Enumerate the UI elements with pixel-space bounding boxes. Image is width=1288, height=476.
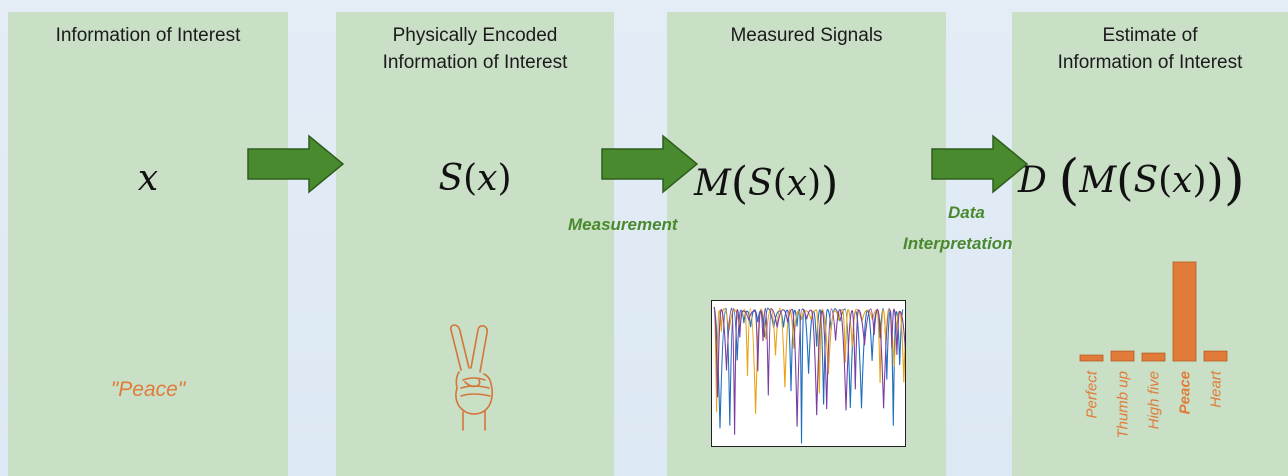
measurement-label: Measurement [568, 215, 678, 234]
panel-heading: Measured Signals [667, 22, 946, 49]
panel-heading: Information of Interest [8, 22, 288, 49]
measured-signals-plot [711, 300, 906, 447]
estimate-bar-chart: Perfect Thumb up High five Peace Heart [1079, 261, 1228, 439]
bar-high-five [1141, 352, 1166, 362]
bar-label: High five [1146, 371, 1163, 429]
data-interpretation-label: Interpretation [903, 234, 1013, 253]
panel-estimate: Estimate of Information of Interest D (M… [1012, 12, 1288, 476]
math-s-of-x: S(x) [438, 158, 512, 199]
right-arrow-icon [601, 134, 699, 194]
input-text-peace: "Peace" [110, 378, 186, 401]
bar-label: Perfect [1084, 370, 1101, 418]
panel-physically-encoded: Physically Encoded Information of Intere… [336, 12, 614, 476]
bar-label: Thumb up [1115, 371, 1132, 439]
bar-heart [1203, 350, 1228, 362]
heading-line: Information of Interest [55, 25, 241, 46]
data-interpretation-label: Data [948, 203, 985, 222]
heading-line: Information of Interest [382, 52, 568, 73]
bar-label: Peace [1177, 371, 1194, 414]
panel-information-of-interest: Information of Interest x "Peace" [8, 12, 288, 476]
signal-trace [713, 306, 905, 414]
bar-peace [1172, 261, 1197, 362]
right-arrow-icon [247, 134, 345, 194]
heading-line: Information of Interest [1057, 52, 1243, 73]
heading-line: Physically Encoded [392, 25, 558, 46]
heading-line: Measured Signals [730, 25, 883, 46]
panel-heading: Physically Encoded Information of Intere… [336, 22, 614, 76]
peace-hand-sign-icon [450, 324, 494, 431]
bar-perfect [1079, 354, 1104, 362]
right-arrow-icon [931, 134, 1029, 194]
panel-heading: Estimate of Information of Interest [1012, 22, 1288, 76]
math-d-of-m-of-s-of-x: D (M(S(x))) [1018, 148, 1245, 211]
bar-label: Heart [1208, 370, 1225, 408]
bar-thumb-up [1110, 350, 1135, 362]
math-x: x [137, 158, 159, 199]
math-m-of-s-of-x: M(S(x)) [694, 158, 839, 209]
signal-trace [713, 306, 905, 435]
heading-line: Estimate of [1102, 25, 1198, 46]
